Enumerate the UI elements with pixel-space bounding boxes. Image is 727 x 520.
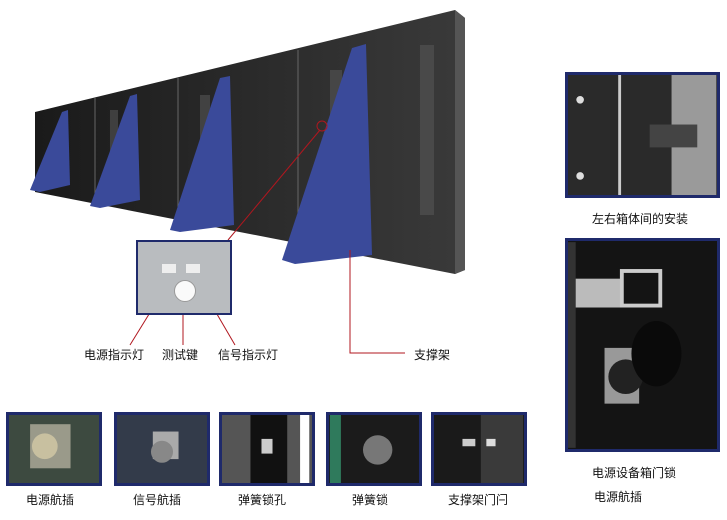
led-wall xyxy=(35,10,465,274)
cabinet-joint-photo xyxy=(565,72,720,198)
power-indicator-label: 电源指示灯 xyxy=(84,348,145,362)
spring-lock-hole-photo xyxy=(219,412,315,486)
power-box-lock-label: 电源设备箱门锁 xyxy=(592,466,677,480)
photo-label-spring-lock-hole: 弹簧锁孔 xyxy=(238,493,287,507)
photo-label-support-latch: 支撑架门闩 xyxy=(448,493,509,507)
spring-lock-photo xyxy=(326,412,422,486)
support-latch-photo xyxy=(431,412,527,486)
photo-label-signal-connector: 信号航插 xyxy=(133,493,182,507)
test-key-label: 测试键 xyxy=(162,348,199,362)
photo-label-spring-lock: 弹簧锁 xyxy=(352,493,389,507)
signal-indicator-label: 信号指示灯 xyxy=(218,348,279,362)
power-connector-side-label: 电源航插 xyxy=(594,490,643,504)
support-frame-label: 支撑架 xyxy=(414,348,451,362)
cabinet-joint-label: 左右箱体间的安装 xyxy=(592,212,689,226)
power-box-lock-photo xyxy=(565,238,720,452)
signal-connector-photo xyxy=(114,412,210,486)
power-connector-photo xyxy=(6,412,102,486)
photo-label-power-connector: 电源航插 xyxy=(26,493,75,507)
indicator-closeup xyxy=(136,240,232,315)
support-frames xyxy=(30,44,372,264)
